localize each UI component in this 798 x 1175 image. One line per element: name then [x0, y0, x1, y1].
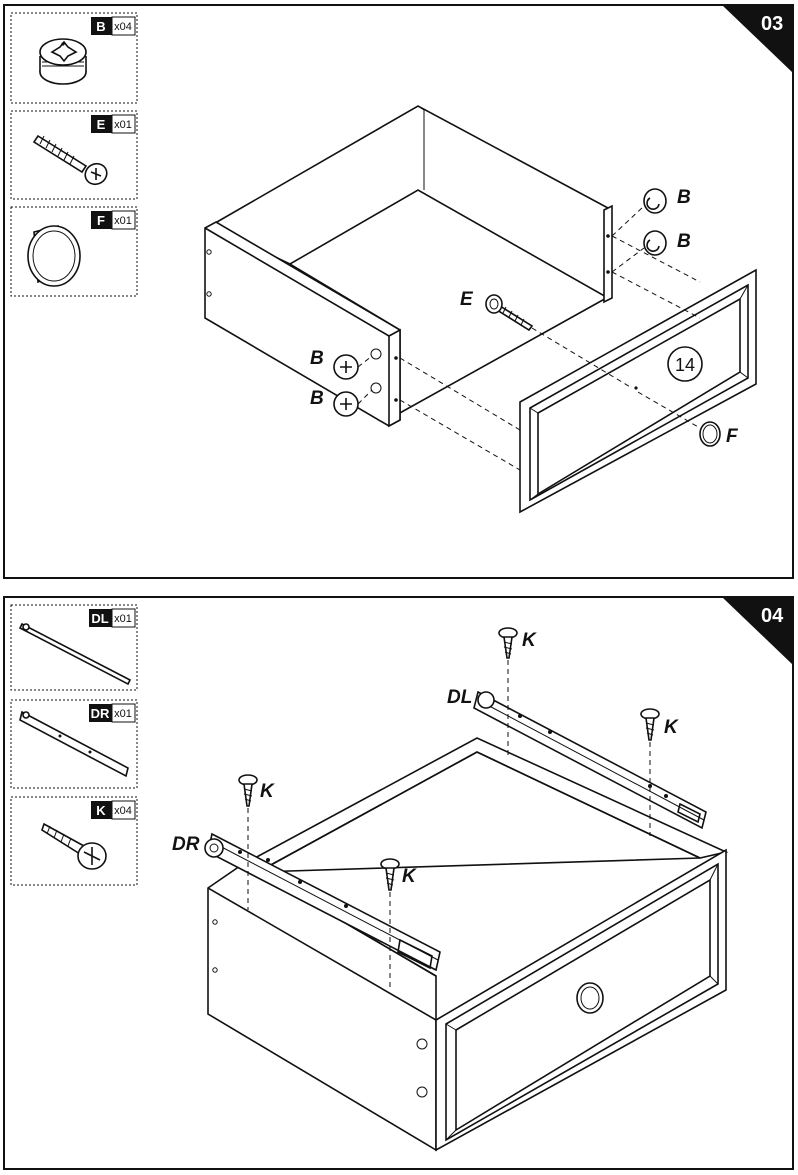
assembly-guides-step-04 — [247, 660, 651, 988]
screw-k-top — [498, 627, 518, 659]
step-04-corner — [722, 597, 793, 665]
panel-number: 14 — [675, 355, 695, 375]
callout-k-top: K — [522, 630, 537, 651]
screw-k-right — [640, 708, 660, 741]
part-dr-qty: x01 — [114, 708, 132, 720]
part-e-qty: x01 — [114, 119, 132, 131]
part-dr-code: DR — [91, 706, 110, 721]
part-b-code: B — [96, 19, 105, 34]
callout-e: E — [460, 289, 474, 310]
screw-k-center — [380, 858, 400, 891]
right-rail-icon — [19, 710, 129, 778]
assembly-guides-step-03 — [357, 205, 701, 471]
callout-dl: DL — [447, 687, 472, 708]
part-dl-code: DL — [91, 611, 108, 626]
callout-b-left-lower: B — [310, 388, 324, 409]
part-e-code: E — [97, 117, 106, 132]
part-b-qty: x04 — [114, 21, 132, 33]
callout-b-left-upper: B — [310, 348, 324, 369]
part-k-qty: x04 — [114, 805, 132, 817]
drawer-rail-dr — [204, 832, 441, 972]
step-03-number: 03 — [761, 13, 783, 35]
knob-icon — [27, 224, 81, 287]
step-04-number: 04 — [761, 605, 784, 627]
bolt-icon — [32, 134, 108, 186]
cam-lock-b-left-upper — [333, 354, 359, 380]
screw-k-left — [238, 774, 258, 807]
cam-lock-icon — [39, 38, 87, 85]
callout-f: F — [726, 426, 739, 447]
screw-icon — [41, 822, 107, 870]
callout-dr: DR — [172, 834, 200, 855]
callout-b-right-upper: B — [677, 187, 691, 208]
step-03-panel: 03 B x04 E x0 — [3, 4, 794, 579]
drawer-front-panel-14: 14 — [519, 268, 757, 514]
drawer-rail-dl — [473, 690, 707, 830]
panel-number-circle — [667, 346, 703, 382]
step-04-panel: 04 DL x01 DR x01 — [3, 596, 794, 1170]
step-03-parts-list: B x04 E x01 — [10, 12, 138, 297]
cam-lock-b-right-lower — [643, 230, 667, 256]
callout-k-left: K — [260, 781, 275, 802]
knob-f — [699, 421, 721, 447]
part-f-code: F — [97, 213, 105, 228]
bolt-e — [485, 294, 534, 332]
drawer-assembled — [207, 737, 729, 1152]
cam-lock-b-right-upper — [643, 188, 667, 214]
drawer-box-step-03 — [204, 105, 613, 428]
part-f-qty: x01 — [114, 215, 132, 227]
left-rail-icon — [18, 622, 132, 686]
callout-k-right: K — [664, 717, 679, 738]
step-04-parts-list: DL x01 DR x01 K x04 — [10, 604, 138, 886]
part-dl-qty: x01 — [114, 613, 132, 625]
part-k-code: K — [96, 803, 106, 818]
cam-lock-b-left-lower — [333, 391, 359, 417]
callout-b-right-lower: B — [677, 231, 691, 252]
callout-k-center: K — [402, 866, 417, 887]
step-03-corner — [722, 5, 793, 73]
